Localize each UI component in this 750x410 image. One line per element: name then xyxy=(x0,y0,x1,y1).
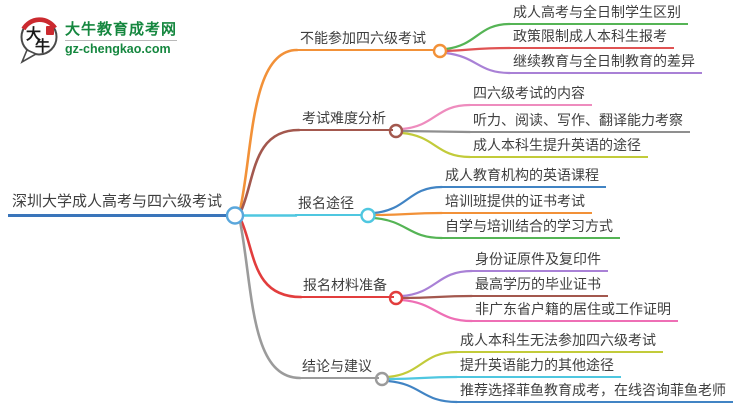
link-root-branch-5 xyxy=(238,219,302,380)
logo-bull-icon: 大 牛 xyxy=(20,17,58,64)
branch-4-toggle[interactable] xyxy=(388,290,404,306)
leaf-cet-exam-content[interactable]: 四六级考试的内容 xyxy=(470,84,592,106)
link-branch1-leaf1 xyxy=(444,22,512,51)
branch-3-toggle[interactable] xyxy=(360,207,376,224)
link-root-branch-4 xyxy=(239,218,303,299)
logo-title: 大牛教育成考网 xyxy=(65,21,178,38)
leaf-adult-vs-fulltime-difference[interactable]: 成人高考与全日制学生区别 xyxy=(510,3,688,25)
root-node-toggle[interactable] xyxy=(225,206,245,225)
logo-bubble-tail xyxy=(20,48,38,64)
logo-seal xyxy=(46,26,54,35)
site-logo[interactable]: 大 牛 大牛教育成考网 gz-chengkao.com xyxy=(19,16,178,64)
leaf-policy-restriction[interactable]: 政策限制成人本科生报考 xyxy=(510,27,674,49)
root-node[interactable]: 深圳大学成人高考与四六级考试 xyxy=(8,192,226,217)
link-branch4-leaf1 xyxy=(400,269,474,298)
leaf-recommend-feiyu-education[interactable]: 推荐选择菲鱼教育成考，在线咨询菲鱼老师 xyxy=(457,381,733,403)
link-root-branch-2 xyxy=(239,128,301,213)
branch-cannot-take-cet[interactable]: 不能参加四六级考试 xyxy=(297,29,433,51)
logo-char-bottom: 牛 xyxy=(35,37,50,55)
logo-text: 大牛教育成考网 gz-chengkao.com xyxy=(65,16,178,56)
branch-1-toggle[interactable] xyxy=(432,43,448,59)
link-branch4-leaf3 xyxy=(400,298,474,323)
branch-materials-preparation[interactable]: 报名材料准备 xyxy=(300,276,394,298)
branch-conclusion-suggestions[interactable]: 结论与建议 xyxy=(299,357,379,379)
link-branch3-leaf1 xyxy=(372,185,444,215)
link-branch2-leaf1 xyxy=(400,103,472,131)
logo-char-top: 大 xyxy=(26,25,41,43)
branch-5-toggle[interactable] xyxy=(374,371,390,387)
leaf-training-certificates[interactable]: 培训班提供的证书考试 xyxy=(442,192,592,214)
link-branch4-leaf2 xyxy=(400,294,474,300)
link-branch5-leaf1 xyxy=(386,350,459,379)
leaf-adult-education-courses[interactable]: 成人教育机构的英语课程 xyxy=(442,166,606,188)
logo-separator xyxy=(65,40,178,41)
link-branch5-leaf3 xyxy=(386,379,459,404)
leaf-continuing-education-difference[interactable]: 继续教育与全日制教育的差异 xyxy=(510,52,702,74)
link-branch2-leaf2 xyxy=(400,129,472,134)
leaf-residence-work-proof[interactable]: 非广东省户籍的居住或工作证明 xyxy=(472,300,678,322)
leaf-diploma-certificate[interactable]: 最高学历的毕业证书 xyxy=(472,275,608,297)
leaf-id-card-copies[interactable]: 身份证原件及复印件 xyxy=(472,250,608,272)
link-branch5-leaf2 xyxy=(386,375,459,381)
logo-domain: gz-chengkao.com xyxy=(65,42,171,56)
link-branch3-leaf2 xyxy=(373,211,444,217)
leaf-english-improvement-ways[interactable]: 成人本科生提升英语的途径 xyxy=(470,136,648,158)
branch-2-toggle[interactable] xyxy=(388,123,404,139)
link-branch2-leaf3 xyxy=(400,131,472,159)
link-branch1-leaf3 xyxy=(444,51,512,75)
branch-registration-channels[interactable]: 报名途径 xyxy=(295,194,361,216)
leaf-skills-assessed[interactable]: 听力、阅读、写作、翻译能力考察 xyxy=(470,111,690,133)
link-root-branch-1 xyxy=(238,48,299,212)
leaf-cannot-take-cet-conclusion[interactable]: 成人本科生无法参加四六级考试 xyxy=(457,331,663,353)
leaf-self-study-plus-training[interactable]: 自学与培训结合的学习方式 xyxy=(442,217,620,239)
link-branch1-leaf2 xyxy=(444,46,512,53)
logo-red-arc xyxy=(21,17,57,31)
branch-difficulty-analysis[interactable]: 考试难度分析 xyxy=(299,109,393,131)
link-branch3-leaf3 xyxy=(372,216,444,240)
leaf-other-english-paths[interactable]: 提升英语能力的其他途径 xyxy=(457,356,621,378)
